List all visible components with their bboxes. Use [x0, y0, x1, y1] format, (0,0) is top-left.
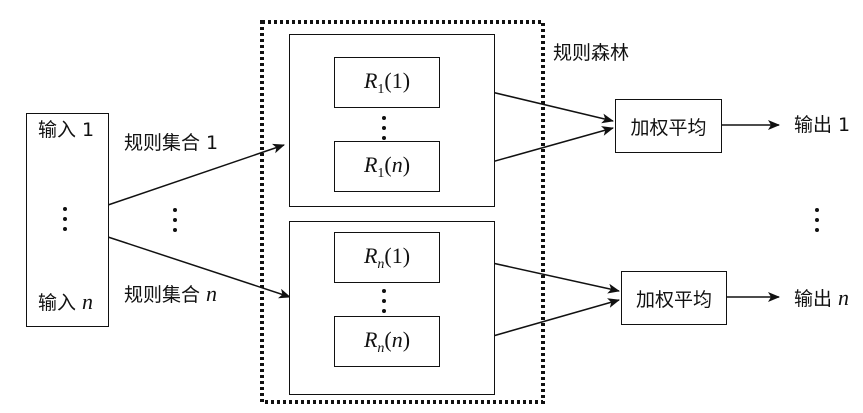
output-ellipsis	[815, 208, 819, 238]
rule-set-n-var: n	[206, 281, 218, 306]
rule-rn-n-box: Rn(n)	[334, 316, 440, 367]
weighted-average-top-box: 加权平均	[615, 99, 722, 153]
arrow-ruleset-1	[107, 143, 285, 206]
input-last-prefix: 输入	[38, 292, 83, 314]
rule-rn-n-label: Rn(n)	[363, 326, 411, 356]
rule-rn-1-label: Rn(1)	[363, 242, 411, 272]
rule-set-ellipsis	[173, 208, 177, 238]
input-last-var: n	[82, 289, 94, 314]
forest-bottom-ellipsis	[382, 289, 386, 319]
output-last-prefix: 输出	[794, 288, 839, 310]
rule-set-n-label: 规则集合 n	[124, 283, 217, 305]
input-box	[26, 113, 109, 327]
rule-r1-1-box: R1(1)	[334, 57, 440, 108]
input-last-label: 输入 n	[38, 291, 93, 313]
rule-rn-1-box: Rn(1)	[334, 232, 440, 283]
forest-top-ellipsis	[382, 116, 386, 146]
rule-forest-label: 规则森林	[553, 42, 630, 64]
rule-r1-n-box: R1(n)	[334, 141, 440, 192]
input-ellipsis	[63, 207, 67, 237]
arrow-ruleset-n	[107, 236, 291, 299]
rule-forest-frame	[260, 20, 545, 404]
output-last-label: 输出 n	[794, 287, 849, 309]
rule-set-1-label: 规则集合 1	[124, 132, 219, 154]
input-first-label: 输入 1	[38, 119, 95, 141]
rule-set-n-prefix: 规则集合	[124, 284, 207, 306]
rule-r1-n-label: R1(n)	[363, 151, 411, 181]
weighted-average-bottom-box: 加权平均	[621, 271, 727, 325]
output-first-label: 输出 1	[794, 114, 851, 136]
output-last-var: n	[838, 285, 850, 310]
rule-r1-1-label: R1(1)	[363, 67, 411, 97]
